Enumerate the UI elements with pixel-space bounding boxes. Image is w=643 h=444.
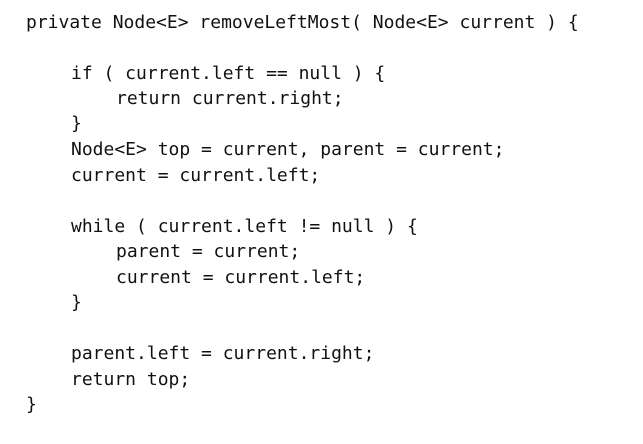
code-line-parent-left-assign: parent.left = current.right;	[71, 343, 375, 364]
code-line-if-left-null: if ( current.left == null ) {	[71, 63, 386, 84]
code-line-parent-assign: parent = current;	[116, 241, 301, 262]
code-line-advance-current: current = current.left;	[71, 165, 321, 186]
code-line-current-assign: current = current.left;	[116, 267, 366, 288]
code-line-while-loop: while ( current.left != null ) {	[71, 216, 418, 237]
code-line-close-method: }	[26, 394, 37, 415]
code-line-return-right: return current.right;	[116, 88, 344, 109]
code-line-method-signature: private Node<E> removeLeftMost( Node<E> …	[26, 12, 579, 33]
code-line-close-if: }	[71, 113, 82, 134]
code-line-close-while: }	[71, 292, 82, 313]
code-line-declare-top-parent: Node<E> top = current, parent = current;	[71, 139, 505, 160]
code-line-return-top: return top;	[71, 369, 191, 390]
